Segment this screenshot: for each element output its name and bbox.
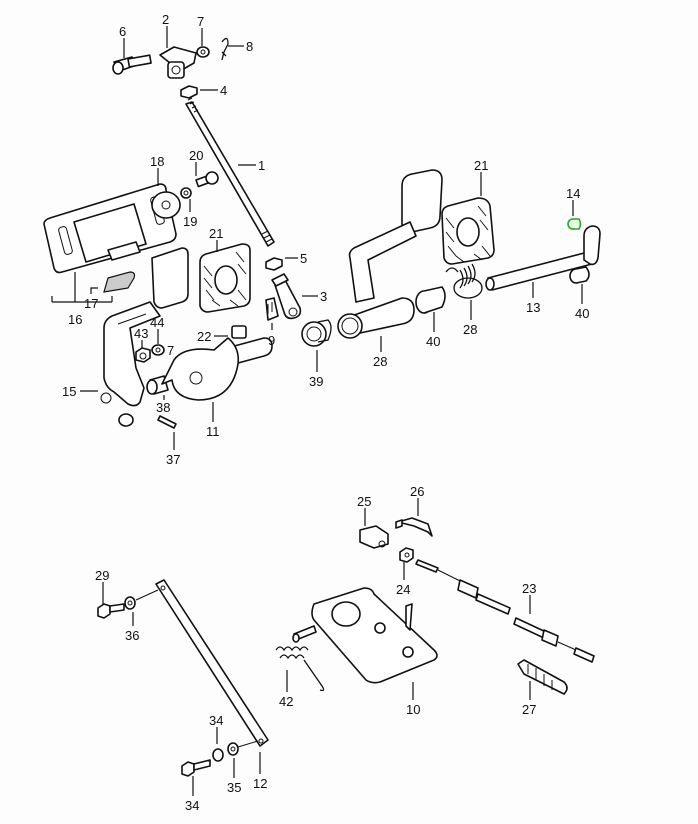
callout-2: 2 xyxy=(162,12,169,27)
callout-20: 20 xyxy=(189,148,203,163)
callout-13: 13 xyxy=(526,300,540,315)
callout-28: 28 xyxy=(373,354,387,369)
part-8-clip[interactable] xyxy=(221,37,229,61)
part-21-pedal-pad-left[interactable] xyxy=(199,243,251,313)
part-19-lockwasher[interactable] xyxy=(180,187,192,199)
callout-40-left: 39 xyxy=(309,374,323,389)
leader-lines xyxy=(51,26,583,796)
part-28-brake-pedal[interactable] xyxy=(337,169,443,339)
part-42-spring[interactable] xyxy=(275,646,325,692)
part-1-pushrod[interactable] xyxy=(185,97,275,247)
callout-26: 26 xyxy=(410,484,424,499)
callout-39: 38 xyxy=(156,400,170,415)
part-16-pedal-housing[interactable] xyxy=(43,183,177,274)
part-20-bolt[interactable] xyxy=(195,171,219,188)
part-7-washer[interactable] xyxy=(196,46,210,58)
part-38-pin[interactable] xyxy=(157,415,177,429)
callout-43: 43 xyxy=(134,326,148,341)
callout-37: 36 xyxy=(125,628,139,643)
callout-8: 8 xyxy=(246,39,253,54)
part-3-rod-end[interactable] xyxy=(271,273,302,320)
part-34-bolt-bottom[interactable] xyxy=(181,759,211,777)
callout-44: 44 xyxy=(150,315,164,330)
callout-15: 15 xyxy=(62,384,76,399)
part-13-cross-shaft[interactable] xyxy=(485,225,601,291)
part-34-bolt-top[interactable] xyxy=(97,603,125,619)
callout-18: 18 xyxy=(150,154,164,169)
part-22-block[interactable] xyxy=(231,325,247,339)
callout-35: 34 xyxy=(209,713,223,728)
part-40-bushing-right[interactable] xyxy=(415,286,446,314)
part-10-bracket[interactable] xyxy=(292,587,438,684)
callout-6: 6 xyxy=(119,24,126,39)
part-11-cam-shaft[interactable] xyxy=(161,337,273,401)
part-44-washer[interactable] xyxy=(151,344,165,356)
part-6-pin[interactable] xyxy=(112,54,152,75)
part-41-bushing[interactable] xyxy=(569,266,590,284)
part-5-nut[interactable] xyxy=(265,257,283,271)
part-26-clip[interactable] xyxy=(395,517,433,537)
callout-labels: 6 2 7 8 4 1 5 3 9 18 20 19 21 17 16 15 4… xyxy=(62,12,589,813)
callout-34-bottom: 34 xyxy=(185,798,199,813)
part-43-nut[interactable] xyxy=(135,347,151,363)
callout-40-right: 40 xyxy=(426,334,440,349)
part-36-washer[interactable] xyxy=(227,742,239,756)
part-12-link-bar[interactable] xyxy=(155,579,269,747)
part-18-disc[interactable] xyxy=(151,191,181,219)
callout-16: 16 xyxy=(68,312,82,327)
callout-9: 9 xyxy=(268,333,275,348)
callout-11: 11 xyxy=(206,424,220,439)
part-14-bushing-highlighted[interactable] xyxy=(567,218,582,230)
part-17-pad[interactable] xyxy=(103,271,136,293)
callout-7b: 7 xyxy=(167,343,174,358)
callout-21-right: 21 xyxy=(474,158,488,173)
callout-34-top: 29 xyxy=(95,568,109,583)
part-21-pedal-pad-right[interactable] xyxy=(441,197,495,265)
callout-12: 12 xyxy=(253,776,267,791)
callout-36: 35 xyxy=(227,780,241,795)
part-29-spring[interactable] xyxy=(445,263,483,299)
callout-22: 22 xyxy=(197,329,211,344)
callout-29: 28 xyxy=(463,322,477,337)
part-37-washer[interactable] xyxy=(124,596,136,610)
callout-5: 5 xyxy=(300,251,307,266)
callout-41: 40 xyxy=(575,306,589,321)
callout-42: 42 xyxy=(279,694,293,709)
callout-23: 23 xyxy=(522,581,536,596)
part-23-cable[interactable] xyxy=(415,559,595,663)
callout-14: 14 xyxy=(566,186,580,201)
part-4-nut[interactable] xyxy=(180,85,198,99)
callout-38: 37 xyxy=(166,452,180,467)
callout-7: 7 xyxy=(197,14,204,29)
callout-25: 25 xyxy=(357,494,371,509)
callout-21-left: 21 xyxy=(209,226,223,241)
part-24-nut[interactable] xyxy=(399,547,414,563)
callout-19: 19 xyxy=(183,214,197,229)
part-40-bushing-left[interactable] xyxy=(301,319,332,347)
callout-4: 4 xyxy=(220,83,227,98)
part-35-spacer[interactable] xyxy=(212,748,224,762)
part-25-clevis[interactable] xyxy=(359,525,389,549)
callout-1: 1 xyxy=(258,158,265,173)
callout-27: 27 xyxy=(522,702,536,717)
part-15-pedal-lever[interactable] xyxy=(100,247,189,427)
part-27-boot[interactable] xyxy=(517,659,568,695)
assembly-line xyxy=(135,589,259,748)
part-9-clip[interactable] xyxy=(265,297,279,321)
callout-3: 3 xyxy=(320,289,327,304)
callout-10: 10 xyxy=(406,702,420,717)
callout-17: 17 xyxy=(84,296,98,311)
part-2-clevis[interactable] xyxy=(159,46,197,79)
callout-24: 24 xyxy=(396,582,410,597)
